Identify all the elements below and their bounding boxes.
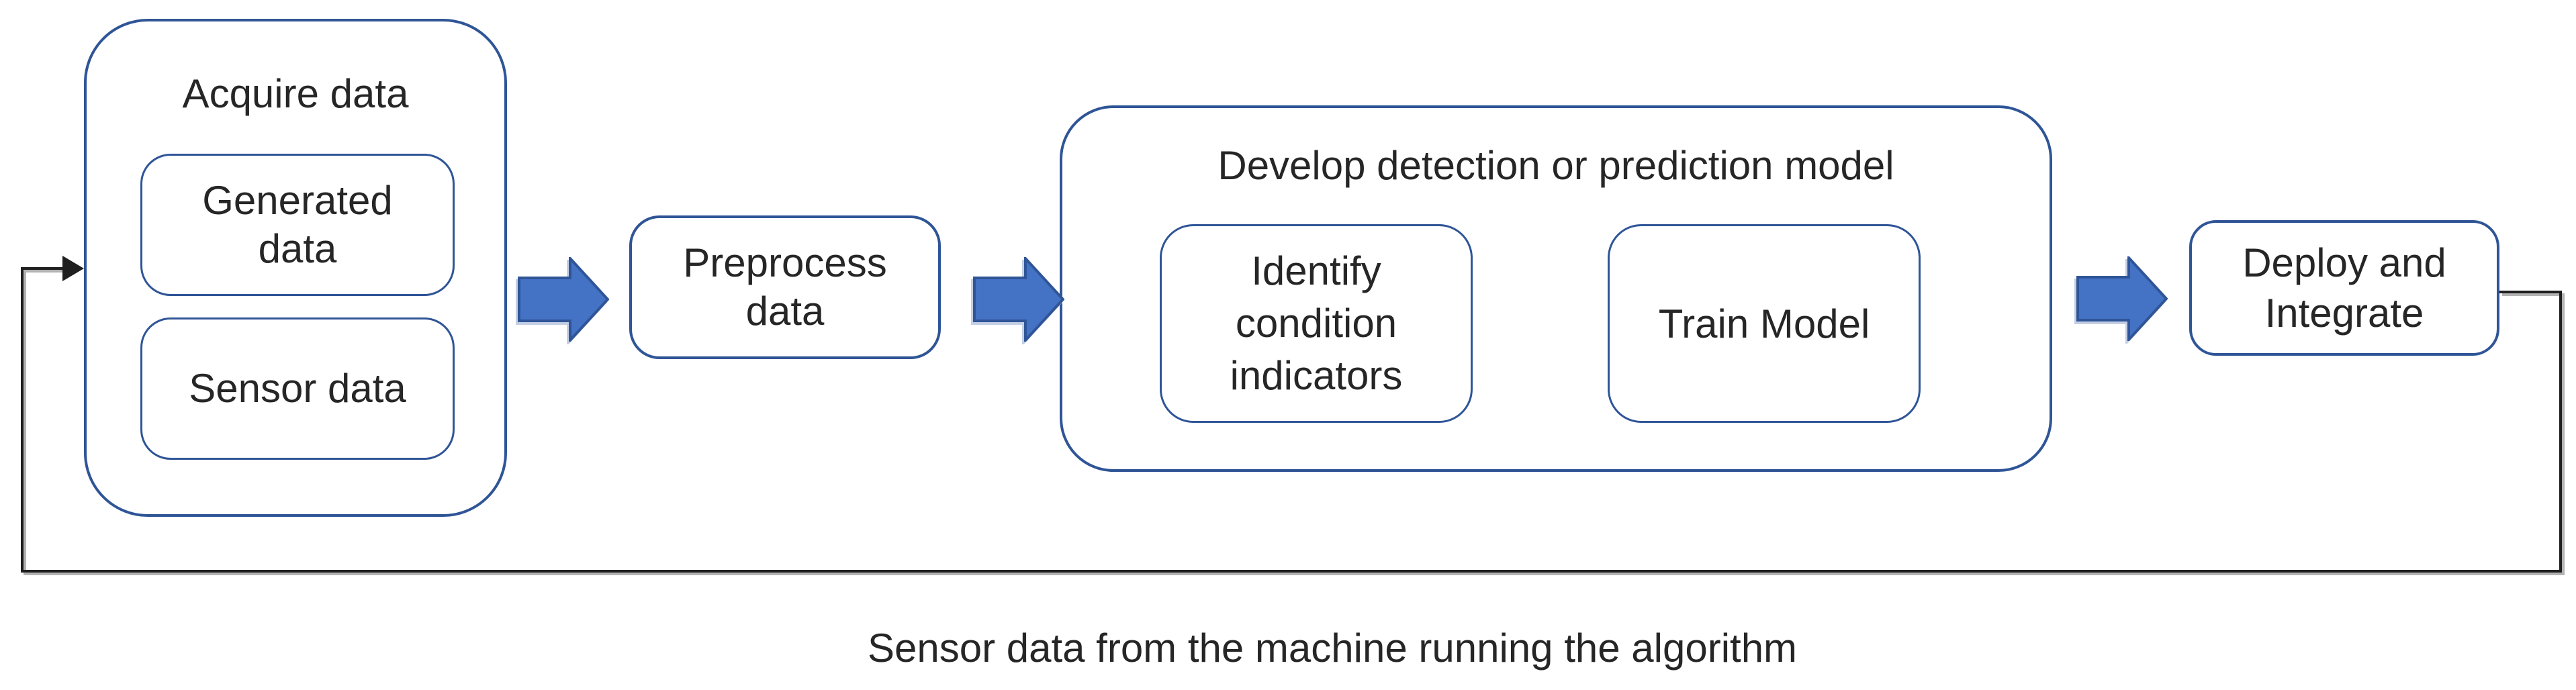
generated-data-box: Generated data — [140, 154, 455, 296]
identify-condition-indicators-box: Identify condition indicators — [1160, 224, 1473, 423]
develop-model-group: Develop detection or prediction model Id… — [1060, 105, 2052, 472]
arrowhead-icon — [62, 256, 84, 281]
flow-arrow-icon — [973, 257, 1064, 342]
sensor-data-box: Sensor data — [140, 317, 455, 460]
deploy-and-integrate-label: Deploy and Integrate — [2242, 240, 2446, 336]
acquire-data-group: Acquire data Generated data Sensor data — [84, 19, 507, 517]
feedback-loop-caption: Sensor data from the machine running the… — [867, 626, 1798, 671]
sensor-data-label: Sensor data — [189, 366, 406, 411]
identify-condition-indicators-label: Identify condition indicators — [1230, 248, 1403, 398]
generated-data-label: Generated data — [202, 178, 393, 271]
preprocess-data-label: Preprocess data — [683, 240, 887, 334]
train-model-box: Train Model — [1608, 224, 1921, 423]
train-model-label: Train Model — [1658, 301, 1870, 346]
acquire-data-title: Acquire data — [182, 71, 409, 116]
flow-arrow-icon — [518, 257, 609, 342]
deploy-and-integrate-box: Deploy and Integrate — [2189, 220, 2499, 356]
feedback-loop-shadow — [24, 270, 2565, 575]
preprocess-data-box: Preprocess data — [629, 215, 941, 359]
feedback-loop-line — [21, 267, 2562, 573]
flow-arrow-icon — [2076, 256, 2168, 341]
develop-model-title: Develop detection or prediction model — [1217, 143, 1894, 188]
